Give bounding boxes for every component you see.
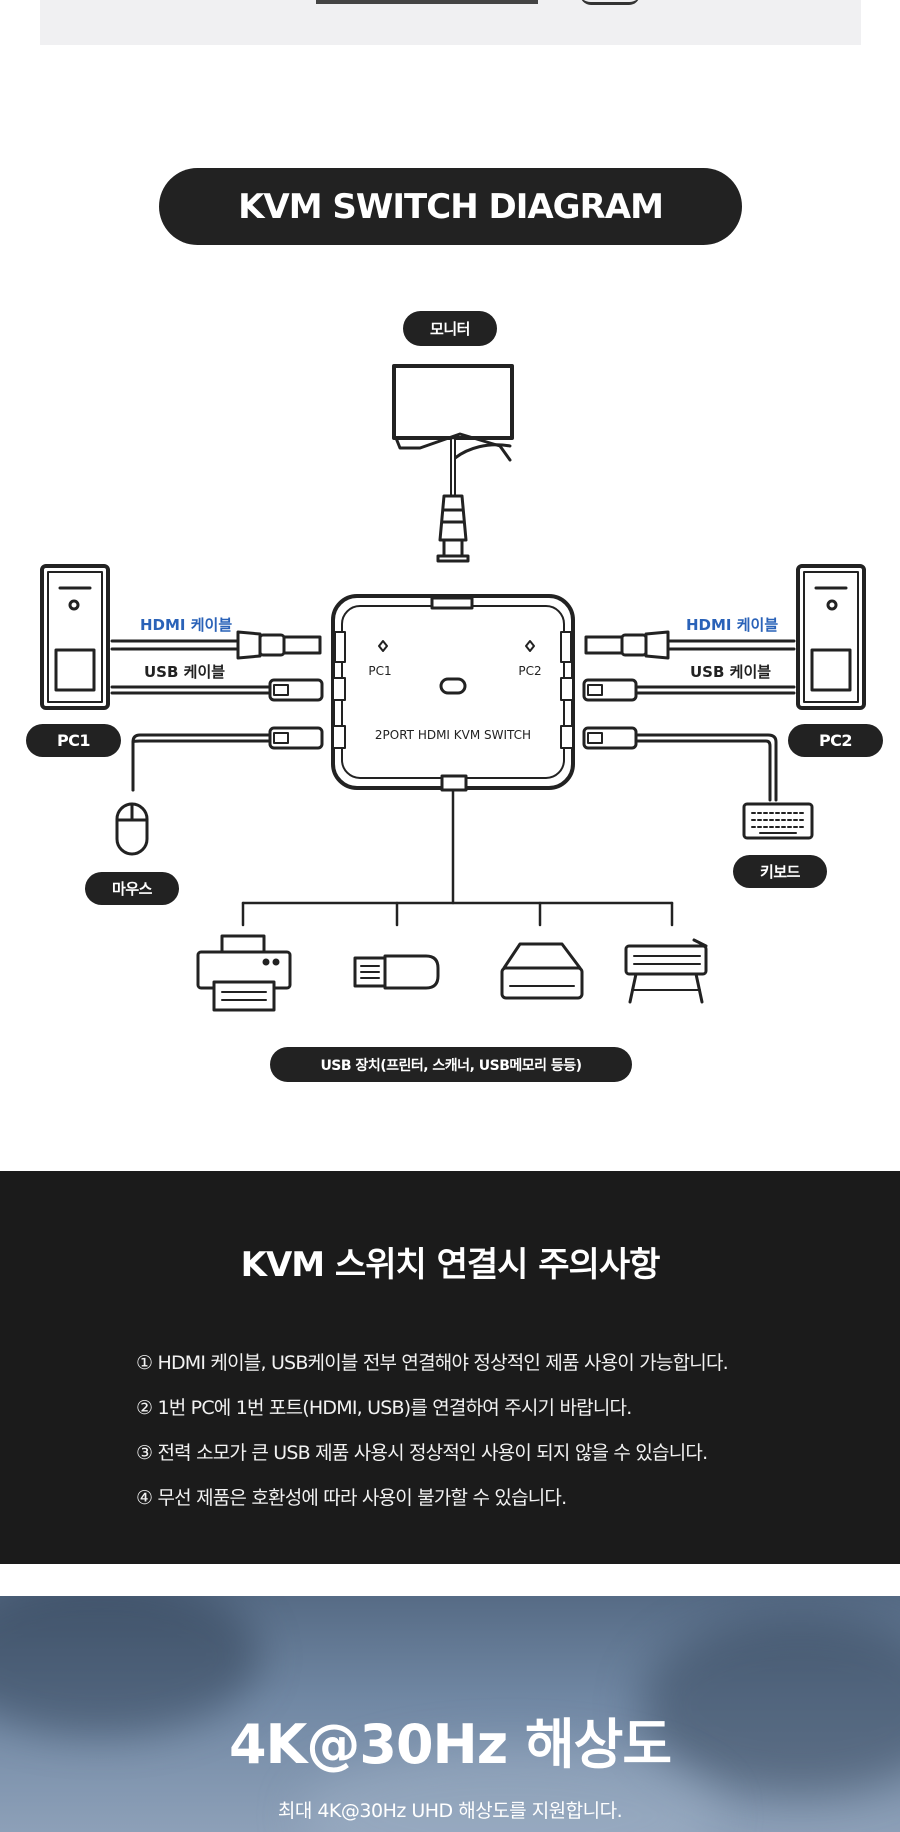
hdmi-cable-right-label: HDMI 케이블: [686, 616, 778, 634]
notice-item: ④ 무선 제품은 호환성에 따라 사용이 불가할 수 있습니다.: [136, 1487, 567, 1509]
notice-section: KVM 스위치 연결시 주의사항 ① HDMI 케이블, USB케이블 전부 연…: [0, 1171, 900, 1564]
usb-cable-left-label: USB 케이블: [144, 663, 225, 681]
pc1-cables: [110, 630, 324, 792]
resolution-subtitle: 최대 4K@30Hz UHD 해상도를 지원합니다.: [277, 1800, 623, 1822]
plotter-icon: [624, 938, 708, 1004]
switch-pc1-label: PC1: [368, 664, 391, 678]
keyboard-icon: [742, 802, 814, 840]
pc2-tower-icon: [796, 564, 866, 710]
switch-pc2-label: PC2: [518, 664, 541, 678]
monitor-label: 모니터: [403, 311, 497, 346]
notice-title: KVM 스위치 연결시 주의사항: [240, 1245, 661, 1285]
previous-image-bar: [316, 0, 538, 4]
resolution-title: 4K@30Hz 해상도: [228, 1713, 672, 1776]
notice-list: ① HDMI 케이블, USB케이블 전부 연결해야 정상적인 제품 사용이 가…: [136, 1341, 729, 1521]
pc1-tower-icon: [40, 564, 110, 710]
previous-image-curve: [580, 0, 640, 5]
pc2-cables: [582, 630, 796, 802]
hdmi-cable-left-label: HDMI 케이블: [140, 616, 232, 634]
mouse-label: 마우스: [85, 872, 179, 905]
usb-devices-label: USB 장치(프린터, 스캐너, USB메모리 등등): [270, 1047, 632, 1082]
kvm-switch-body: [331, 594, 575, 792]
monitor-hdmi-cable: [436, 437, 470, 563]
mouse-icon: [115, 802, 149, 856]
pc1-label: PC1: [26, 724, 121, 757]
usb-device-tree: [241, 788, 674, 927]
printer-icon: [196, 934, 292, 1012]
usb-stick-icon: [353, 954, 440, 990]
pc2-label: PC2: [788, 724, 883, 757]
diagram-title: KVM SWITCH DIAGRAM: [159, 168, 742, 245]
switch-name-label: 2PORT HDMI KVM SWITCH: [375, 728, 531, 742]
background-cloud: [640, 1616, 900, 1796]
notice-item: ① HDMI 케이블, USB케이블 전부 연결해야 정상적인 제품 사용이 가…: [136, 1352, 729, 1374]
notice-item: ② 1번 PC에 1번 포트(HDMI, USB)를 연결하여 주시기 바랍니다…: [136, 1397, 632, 1419]
notice-item: ③ 전력 소모가 큰 USB 제품 사용시 정상적인 사용이 되지 않을 수 있…: [136, 1442, 708, 1464]
resolution-section: 4K@30Hz 해상도 최대 4K@30Hz UHD 해상도를 지원합니다.: [0, 1596, 900, 1832]
scanner-icon: [500, 942, 584, 1000]
usb-cable-right-label: USB 케이블: [690, 663, 771, 681]
kvm-diagram: PC1 PC2 2PORT HDMI KVM SWITCH HDMI 케이블 U…: [40, 364, 866, 1012]
keyboard-label: 키보드: [733, 855, 827, 888]
previous-section-image: [40, 0, 861, 45]
